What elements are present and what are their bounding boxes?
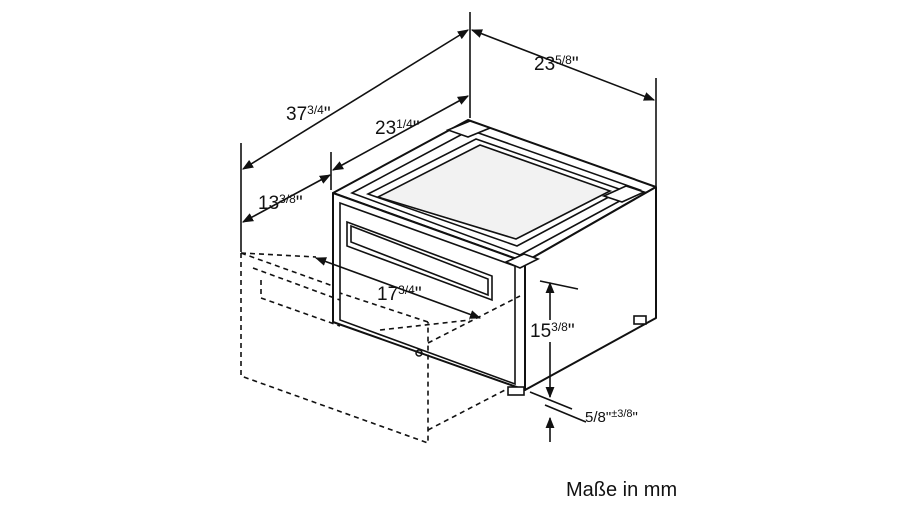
foot-adjustment-tolerance-unit: ": [632, 409, 638, 426]
width-whole: 23: [534, 54, 556, 75]
depth-unit: ": [412, 118, 420, 139]
drawer-extension-whole: 13: [258, 193, 280, 214]
pedestal-feet: [507, 315, 647, 396]
height-fraction: 3/8: [551, 320, 568, 334]
dimension-lines: [242, 29, 656, 442]
foot-adjustment-tolerance: ±3/8: [611, 408, 633, 420]
foot-adjustment-base: 5/8: [585, 409, 606, 426]
label-width: 235/8": [534, 54, 579, 74]
depth-fraction: 1/4: [396, 117, 413, 131]
inner-width-unit: ": [414, 284, 422, 305]
dimension-line-extension: [242, 174, 331, 223]
height-whole: 15: [530, 321, 552, 342]
overall-depth-whole: 37: [286, 104, 308, 125]
units-caption: Maße in mm: [566, 479, 678, 501]
overall-depth-fraction: 3/4: [307, 103, 324, 117]
label-depth: 231/4": [375, 118, 420, 138]
width-unit: ": [571, 54, 579, 75]
label-overall-depth: 373/4": [286, 104, 331, 124]
label-inner-width: 173/4": [377, 284, 422, 304]
dimension-line-width: [470, 29, 656, 101]
drawer-extension-fraction: 3/8: [279, 192, 296, 206]
depth-whole: 23: [375, 118, 397, 139]
drawer-latch-icon: [415, 349, 423, 357]
overall-depth-unit: ": [323, 104, 331, 125]
dimension-line-depth: [332, 95, 469, 171]
inner-width-fraction: 3/4: [398, 283, 415, 297]
dimension-line-inner-width: [314, 257, 482, 319]
width-fraction: 5/8: [555, 53, 572, 67]
label-foot-adjustment: 5/8"±3/8": [585, 408, 638, 426]
height-unit: ": [567, 321, 575, 342]
foot-adjustment-unit: ": [605, 409, 612, 426]
drawer-extension-unit: ": [295, 193, 303, 214]
label-height: 153/8": [528, 320, 577, 342]
inner-width-whole: 17: [377, 284, 399, 305]
label-drawer-extension: 133/8": [258, 193, 303, 213]
